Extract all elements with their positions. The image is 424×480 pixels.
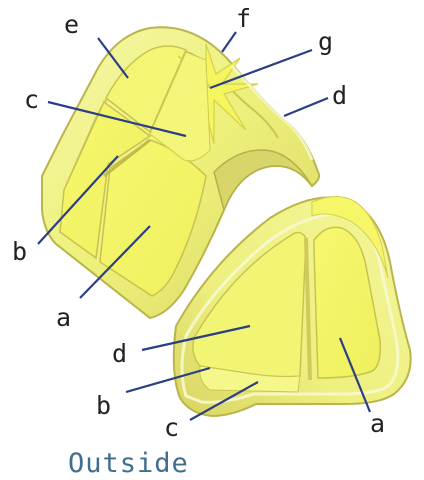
label-right-a: a xyxy=(370,409,385,438)
label-left-a: a xyxy=(56,303,71,332)
leader-left-f xyxy=(222,32,236,52)
label-left-f: f xyxy=(236,4,251,33)
label-right-c: c xyxy=(164,413,179,442)
label-left-d: d xyxy=(332,81,347,110)
label-left-b: b xyxy=(12,237,27,266)
label-right-b: b xyxy=(96,391,111,420)
label-left-c: c xyxy=(24,85,39,114)
label-left-g: g xyxy=(318,27,333,56)
label-right-d: d xyxy=(112,339,127,368)
label-left-e: e xyxy=(64,10,79,39)
caption: Outside xyxy=(68,448,189,479)
leader-left-d xyxy=(284,98,328,116)
